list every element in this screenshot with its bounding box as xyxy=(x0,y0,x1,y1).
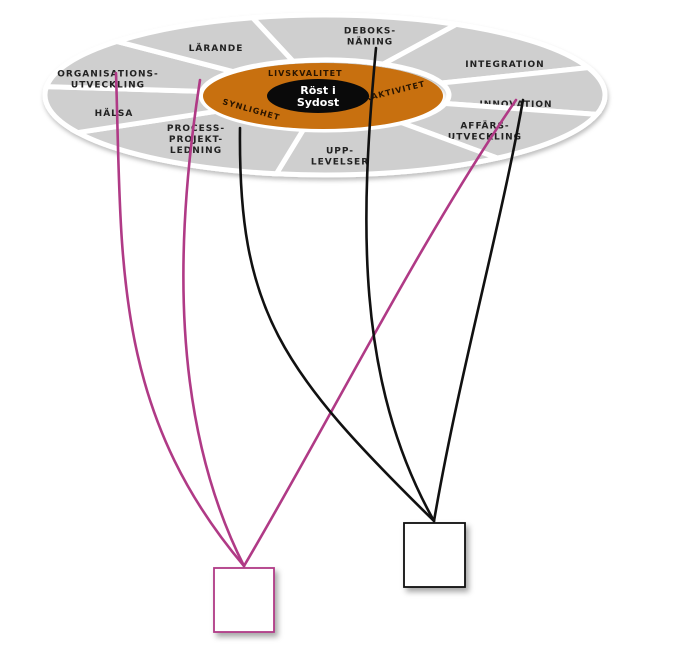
segment-label-processprojektledning-2: LEDNING xyxy=(170,146,222,156)
segment-larande xyxy=(107,15,299,75)
hub: Röst i Sydost xyxy=(267,79,369,113)
black-box xyxy=(403,522,466,588)
segment-label-innovation-0: INNOVATION xyxy=(479,100,552,110)
segment-label-upplevelser-1: LEVELSER xyxy=(311,158,369,168)
connector-deboksnaning-to-black-box xyxy=(365,46,436,523)
connector-larande-to-magenta-box xyxy=(182,78,246,568)
hub-label-line1: Röst i xyxy=(300,84,335,97)
ring-label-livskvalitet: LIVSKVALITET xyxy=(268,69,343,78)
segment-label-halsa-0: HÄLSA xyxy=(95,108,134,119)
connector-affarsutveckling-to-black-box xyxy=(432,98,525,523)
segment-ring: DEBOKS-NÄNING INTEGRATION INNOVATION AFFÄRS… xyxy=(42,12,608,178)
magenta-box xyxy=(213,567,275,633)
segment-label-organisationsutveckling-1: UTVECKLING xyxy=(71,81,145,91)
segment-label-deboksnaning-0: DEBOKS- xyxy=(344,27,396,37)
connector-innovation-to-magenta-box xyxy=(242,98,518,568)
connectors xyxy=(114,46,525,568)
segment-label-integration-0: INTEGRATION xyxy=(465,60,544,70)
segment-label-deboksnaning-1: NÄNING xyxy=(347,37,393,48)
segment-upplevelser xyxy=(272,119,507,178)
segment-label-processprojektledning-1: PROJEKT- xyxy=(169,135,223,145)
segment-label-affarsutveckling-0: AFFÄRS- xyxy=(460,121,509,132)
connector-organisationsutveckling-to-magenta-box xyxy=(114,71,246,568)
hub-ellipse xyxy=(267,79,369,113)
segment-label-processprojektledning-0: PROCESS- xyxy=(167,124,225,134)
connector-processprojektledning-to-black-box xyxy=(238,126,436,523)
segment-label-organisationsutveckling-0: ORGANISATIONS- xyxy=(57,70,158,80)
hub-label-line2: Sydost xyxy=(297,96,339,109)
segment-label-affarsutveckling-1: UTVECKLING xyxy=(448,133,522,143)
segment-affarsutveckling xyxy=(392,100,602,161)
segment-label-larande-0: LÄRANDE xyxy=(189,43,244,54)
segment-label-upplevelser-0: UPP- xyxy=(326,147,354,157)
